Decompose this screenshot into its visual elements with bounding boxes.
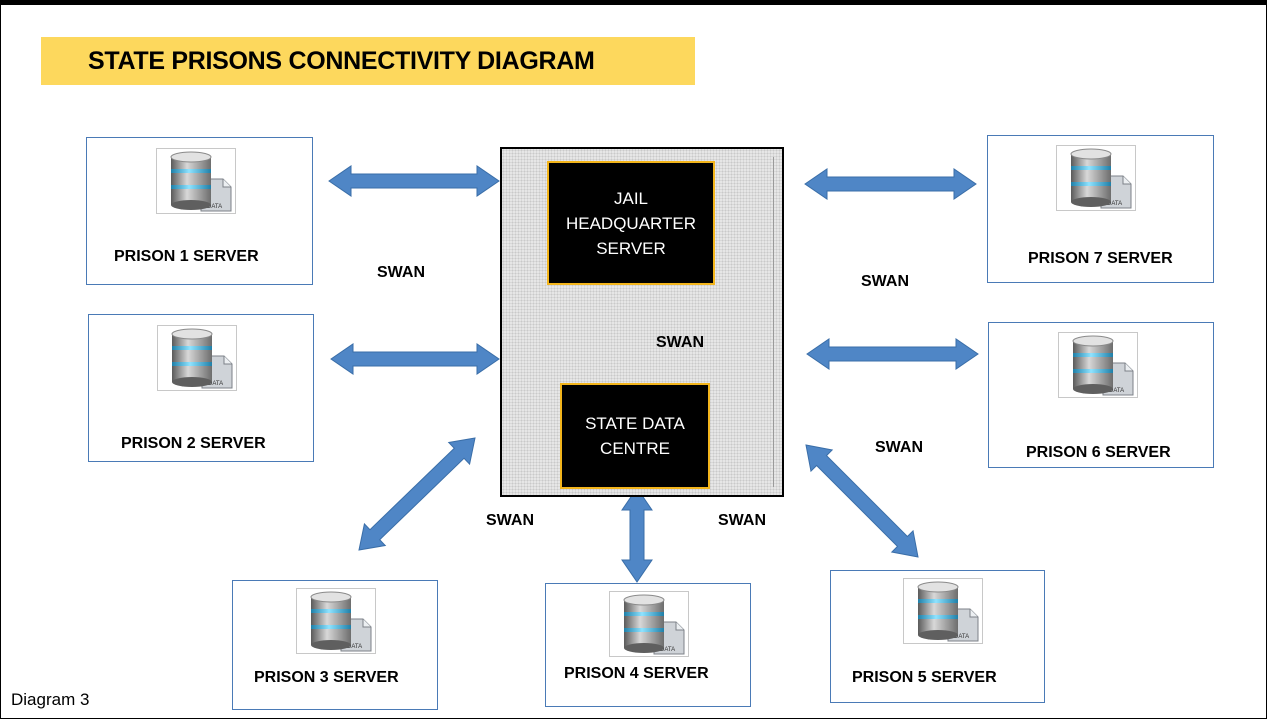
prison-4-server: DATA PRISON 4 SERVER	[545, 583, 751, 707]
database-icon: DATA	[296, 588, 376, 654]
svg-text:DATA: DATA	[1109, 388, 1124, 394]
swan-label-prison-1: SWAN	[377, 264, 425, 281]
svg-text:DATA: DATA	[208, 381, 223, 387]
jail-headquarter-server: JAIL HEADQUARTER SERVER	[547, 161, 715, 285]
central-hub: JAIL HEADQUARTER SERVER STATE DATA CENTR…	[500, 147, 784, 497]
jail-hq-line-1: JAIL	[613, 188, 649, 208]
prison-5-label: PRISON 5 SERVER	[852, 669, 997, 686]
state-data-centre: STATE DATA CENTRE	[560, 383, 710, 489]
swan-label-prison-7: SWAN	[861, 273, 909, 290]
jail-hq-line-2: HEADQUARTER	[565, 213, 697, 233]
svg-text:DATA: DATA	[1107, 201, 1122, 207]
prison-7-server: DATA PRISON 7 SERVER	[987, 135, 1214, 283]
prison-3-server: DATA PRISON 3 SERVER	[232, 580, 438, 710]
prison-6-label: PRISON 6 SERVER	[1026, 444, 1171, 461]
page-title: STATE PRISONS CONNECTIVITY DIAGRAM	[88, 47, 595, 75]
database-icon: DATA	[903, 578, 983, 644]
swan-label-prison-4: SWAN	[718, 512, 766, 529]
arrow-prison-3	[358, 437, 476, 551]
svg-text:DATA: DATA	[954, 634, 969, 640]
prison-7-label: PRISON 7 SERVER	[1028, 250, 1173, 267]
arrow-prison-4	[621, 487, 653, 583]
prison-3-label: PRISON 3 SERVER	[254, 669, 399, 686]
sdc-line-1: STATE DATA	[585, 414, 685, 433]
svg-text:DATA: DATA	[660, 647, 675, 653]
swan-label-prison-3: SWAN	[486, 512, 534, 529]
arrow-prison-1	[328, 165, 500, 197]
hub-divider	[772, 157, 774, 487]
database-icon: DATA	[1056, 145, 1136, 211]
prison-2-label: PRISON 2 SERVER	[121, 435, 266, 452]
svg-text:DATA: DATA	[207, 204, 222, 210]
swan-label-hub: SWAN	[656, 334, 704, 351]
diagram-caption: Diagram 3	[11, 690, 90, 709]
database-icon: DATA	[609, 591, 689, 657]
jail-hq-line-3: SERVER	[596, 238, 666, 258]
prison-4-label: PRISON 4 SERVER	[564, 665, 709, 682]
prison-1-server: DATA PRISON 1 SERVER	[86, 137, 313, 285]
prison-1-label: PRISON 1 SERVER	[114, 248, 259, 265]
database-icon: DATA	[156, 148, 236, 214]
sdc-line-2: CENTRE	[600, 439, 670, 458]
arrow-prison-5	[805, 444, 919, 558]
database-icon: DATA	[1058, 332, 1138, 398]
prison-2-server: DATA PRISON 2 SERVER	[88, 314, 314, 462]
arrow-prison-2	[330, 343, 500, 375]
title-banner: STATE PRISONS CONNECTIVITY DIAGRAM	[41, 37, 695, 85]
prison-6-server: DATA PRISON 6 SERVER	[988, 322, 1214, 468]
arrow-prison-7	[804, 168, 977, 200]
database-icon: DATA	[157, 325, 237, 391]
svg-text:DATA: DATA	[347, 644, 362, 650]
swan-label-prison-6: SWAN	[875, 439, 923, 456]
arrow-prison-6	[806, 338, 979, 370]
prison-5-server: DATA PRISON 5 SERVER	[830, 570, 1045, 703]
